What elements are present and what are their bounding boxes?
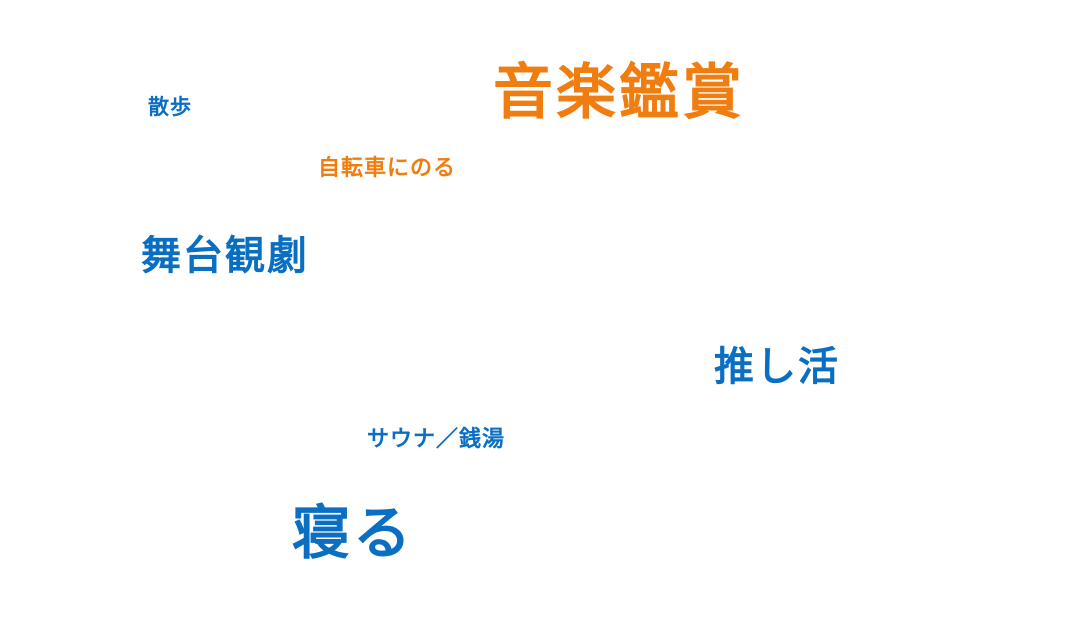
word-walking: 散歩	[148, 95, 192, 119]
word-oshikatsu: 推し活	[714, 344, 840, 390]
word-sauna-sento: サウナ／銭湯	[367, 427, 506, 452]
word-music-listening: 音楽鑑賞	[493, 58, 745, 128]
word-theater: 舞台観劇	[141, 233, 309, 279]
word-sleeping: 寝る	[292, 499, 415, 567]
word-cycling: 自転車にのる	[318, 156, 457, 181]
